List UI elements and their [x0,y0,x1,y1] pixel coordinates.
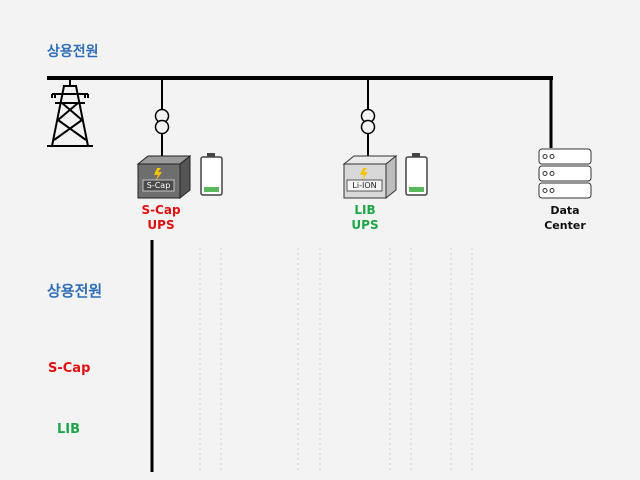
scap-ups-label-line2: UPS [147,218,175,232]
timeline-guide-lines [199,248,473,470]
datacenter-label-line2: Center [544,219,586,232]
transmission-tower-icon [47,80,93,147]
timeline-scap-label: S-Cap [48,361,91,376]
transformer-icon [360,108,376,135]
battery-icon [200,153,223,196]
datacenter-label: Data Center [535,203,595,233]
server-rack-icon [538,148,592,199]
lib-ups-label: LIB UPS [336,203,394,233]
battery-icon [405,153,428,196]
scap-box-label: S-Cap [146,181,171,190]
scap-ups-label: S-Cap UPS [132,203,190,233]
transformer-icon [154,108,170,135]
grid-power-label: 상용전원 [47,44,99,60]
lib-ups-label-line2: UPS [351,218,379,232]
timeline-lib-label: LIB [57,422,81,437]
ups-box-icon [136,154,192,200]
datacenter-label-line1: Data [550,204,580,217]
ups-box-icon [342,154,398,200]
scap-ups-label-line1: S-Cap [141,203,181,217]
lib-ups-label-line1: LIB [354,203,376,217]
lib-box-label: Li-ION [352,181,377,190]
timeline-grid-power-label: 상용전원 [47,282,103,300]
